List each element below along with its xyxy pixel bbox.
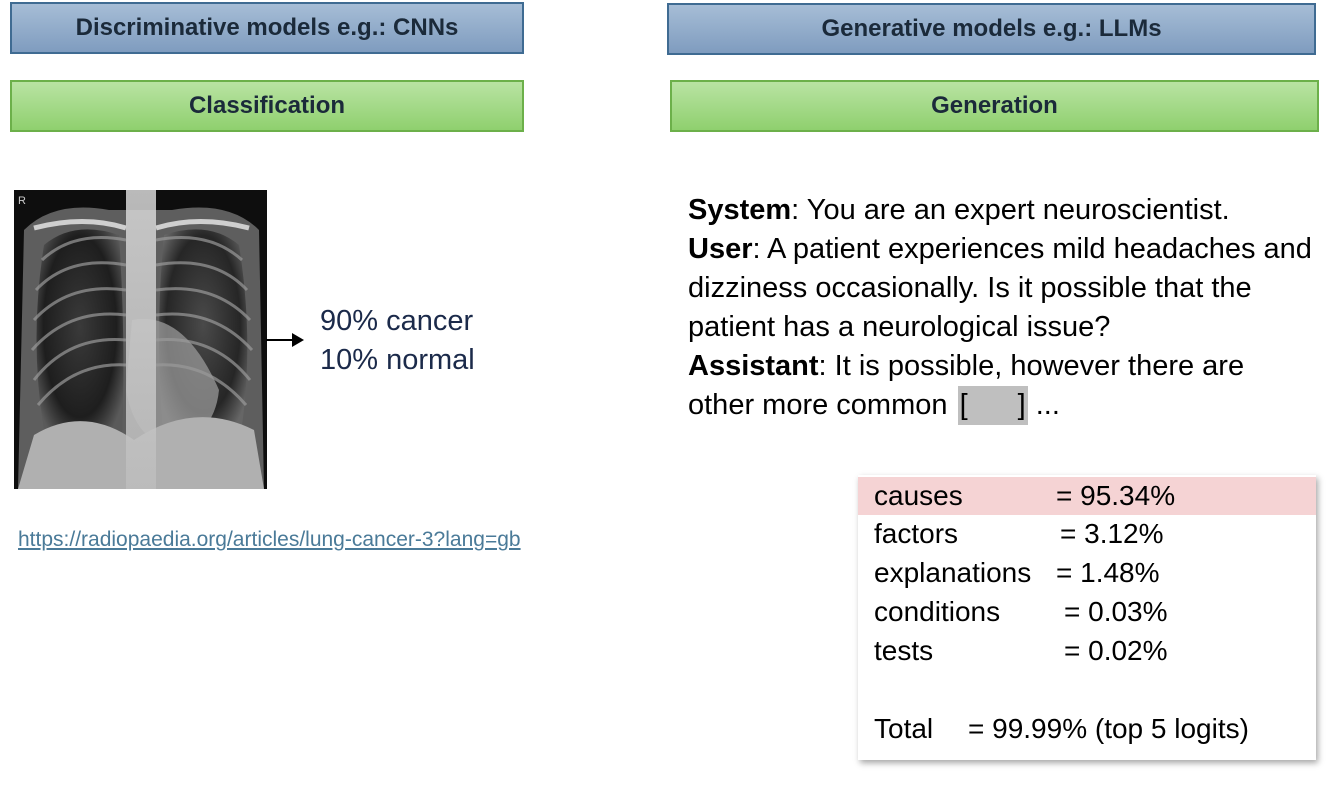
mask-open-bracket: [ [959,389,968,421]
user-message: : A patient experiences mild headaches a… [688,233,1312,343]
token-label: causes [874,480,963,511]
token-label: factors [874,518,959,549]
arrow-icon [266,333,304,347]
user-role-label: User [688,233,753,265]
mask-close-bracket: ] [1017,389,1026,421]
image-source-link[interactable]: https://radiopaedia.org/articles/lung-ca… [18,528,521,551]
probability-row: tests = 0.02% [858,632,1316,670]
ellipsis: ... [1035,389,1060,421]
probability-row: factors = 3.12% [858,515,1316,553]
masked-token: [] [957,386,1028,425]
token-probability: = 95.34% [1056,480,1176,511]
classification-output: 90% cancer 10% normal [320,302,475,380]
classification-label: Classification [188,92,346,119]
discriminative-models-header: Discriminative models e.g.: CNNs [10,2,524,54]
xray-side-marker: R [18,195,26,207]
assistant-role-label: Assistant [688,350,819,382]
assistant-message: : It is possible, however there are othe… [688,350,1245,421]
token-label: explanations [874,557,1032,588]
generative-models-title: Generative models e.g.: LLMs [821,15,1162,42]
prediction-normal: 10% normal [320,344,475,376]
token-probability: = 1.48% [1056,557,1160,588]
total-label: Total [874,713,934,744]
discriminative-models-title: Discriminative models e.g.: CNNs [75,14,459,41]
prediction-cancer: 90% cancer [320,305,474,337]
chest-xray-image: R [14,190,267,489]
probability-total-row: Total = 99.99% (top 5 logits) [858,710,1316,748]
token-probability: = 3.12% [1060,518,1164,549]
token-probability: = 0.02% [1064,635,1168,666]
probability-row: explanations = 1.48% [858,554,1316,592]
probability-row: conditions = 0.03% [858,593,1316,631]
generation-label: Generation [931,92,1058,119]
probability-row-top: causes = 95.34% [858,477,1316,515]
generative-models-header: Generative models e.g.: LLMs [667,3,1316,55]
token-label: tests [874,635,934,666]
token-label: conditions [874,596,1001,627]
classification-header: Classification [10,80,524,132]
token-probability-box: causes = 95.34% factors = 3.12% explanat… [858,475,1316,760]
system-role-label: System [688,194,792,226]
generation-header: Generation [670,80,1319,132]
llm-prompt: System: You are an expert neuroscientist… [688,191,1318,425]
token-probability: = 0.03% [1064,596,1168,627]
system-message: : You are an expert neuroscientist. [791,194,1230,226]
total-value: = 99.99% (top 5 logits) [968,713,1249,744]
